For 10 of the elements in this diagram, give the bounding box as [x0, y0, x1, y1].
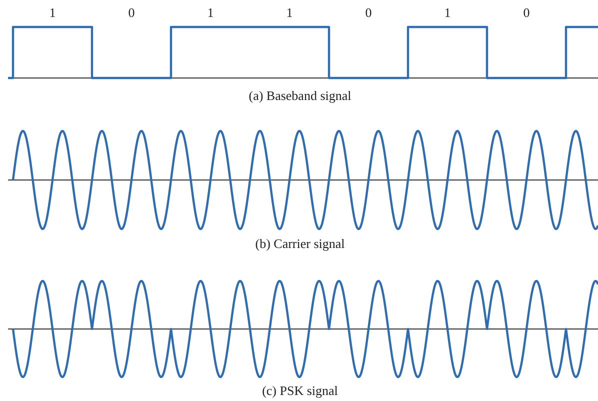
bit-value: 1: [444, 5, 451, 20]
bit-value: 1: [49, 5, 56, 20]
bit-value: 1: [286, 5, 293, 20]
caption: (b) Carrier signal: [255, 236, 345, 251]
bit-value: 0: [128, 5, 135, 20]
bit-value: 1: [207, 5, 214, 20]
caption: (c) PSK signal: [262, 383, 338, 398]
bit-value: 0: [523, 5, 530, 20]
caption: (a) Baseband signal: [248, 88, 352, 103]
bit-value: 0: [365, 5, 372, 20]
